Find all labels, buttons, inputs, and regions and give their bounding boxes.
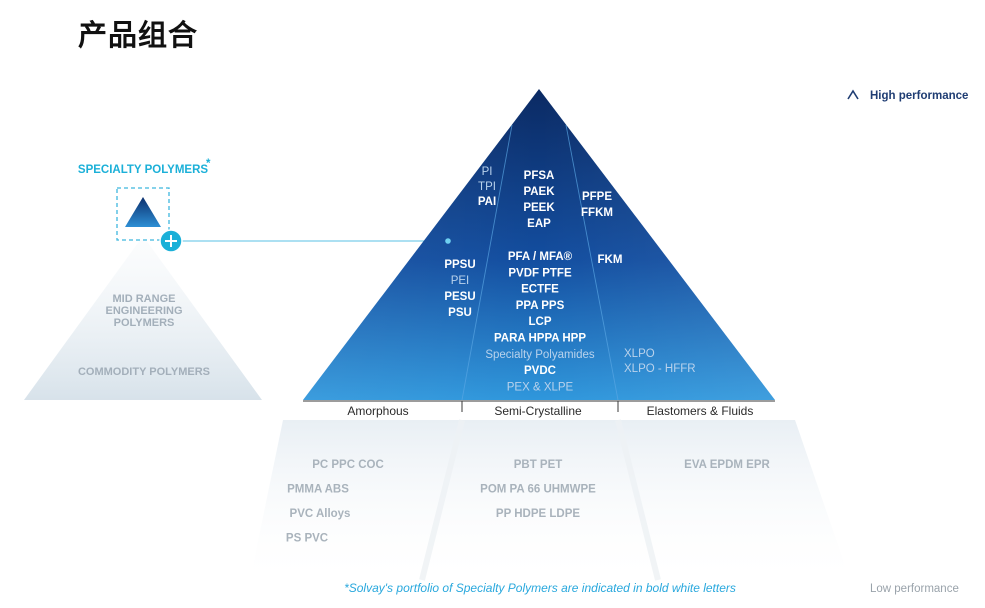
polymer-label: PAEK — [523, 186, 555, 198]
arrow-up-icon — [847, 89, 859, 100]
polymer-label: PPSU — [444, 259, 475, 271]
commodity-polymer-label: PMMA ABS — [287, 484, 349, 496]
footnote: *Solvay's portfolio of Specialty Polymer… — [344, 581, 736, 595]
specialty-icon-box — [116, 187, 170, 241]
polymer-label: ECTFE — [521, 284, 559, 296]
ghost-pyramid — [24, 236, 262, 400]
connector-dot — [445, 238, 451, 244]
mid-range-label: MID RANGE — [113, 293, 176, 305]
polymer-label: PEX & XLPE — [507, 381, 574, 393]
polymer-label: PFPE — [582, 191, 612, 203]
commodity-polymers-label: COMMODITY POLYMERS — [78, 366, 210, 378]
mid-range-label: ENGINEERING — [105, 305, 182, 317]
polymer-label: XLPO — [624, 348, 655, 360]
commodity-polymer-label: POM PA 66 UHMWPE — [480, 484, 596, 496]
divider-right — [565, 124, 619, 401]
footnote-mark: * — [206, 158, 211, 170]
polymer-label: FKM — [598, 254, 623, 266]
polymer-label: Specialty Polyamides — [485, 349, 595, 361]
polymer-label: FFKM — [581, 207, 613, 219]
polymer-label: PFSA — [524, 170, 555, 182]
category-label: Elastomers & Fluids — [647, 404, 754, 418]
commodity-polymer-label: PS PVC — [286, 533, 328, 545]
polymer-label: PAI — [478, 196, 496, 208]
commodity-polymer-label: PVC Alloys — [290, 508, 351, 520]
commodity-trapezoid — [250, 420, 850, 580]
polymer-label: PESU — [444, 291, 475, 303]
polymer-label: PEEK — [523, 202, 555, 214]
commodity-polymer-label: PC PPC COC — [312, 459, 384, 471]
polymer-label: PFA / MFA® — [508, 251, 573, 263]
commodity-polymer-label: EVA EPDM EPR — [684, 459, 770, 471]
page-title: 产品组合 — [78, 18, 199, 52]
polymer-label: PEI — [451, 275, 470, 287]
category-label: Semi-Crystalline — [494, 404, 582, 418]
polymer-label: PSU — [448, 307, 472, 319]
polymer-label: PVDF PTFE — [508, 267, 572, 279]
specialty-polymers-label: SPECIALTY POLYMERS — [78, 164, 208, 176]
low-performance-label: Low performance — [870, 583, 959, 595]
category-label: Amorphous — [347, 404, 408, 418]
polymer-label: PPA PPS — [516, 300, 565, 312]
polymer-label: PVDC — [524, 365, 556, 377]
polymer-label: PARA HPPA HPP — [494, 333, 586, 345]
plus-circle-icon[interactable] — [159, 229, 183, 253]
polymer-label: XLPO - HFFR — [624, 363, 696, 375]
polymer-label: TPI — [478, 181, 496, 193]
mid-range-label: POLYMERS — [114, 317, 175, 329]
high-performance-label: High performance — [870, 90, 968, 102]
commodity-polymer-label: PP HDPE LDPE — [496, 508, 580, 520]
divider-left — [461, 124, 513, 401]
polymer-label: LCP — [529, 316, 552, 328]
polymer-label: EAP — [527, 218, 551, 230]
commodity-polymer-label: PBT PET — [514, 459, 563, 471]
mini-pyramid-icon — [125, 197, 161, 227]
polymer-label: PI — [482, 166, 493, 178]
